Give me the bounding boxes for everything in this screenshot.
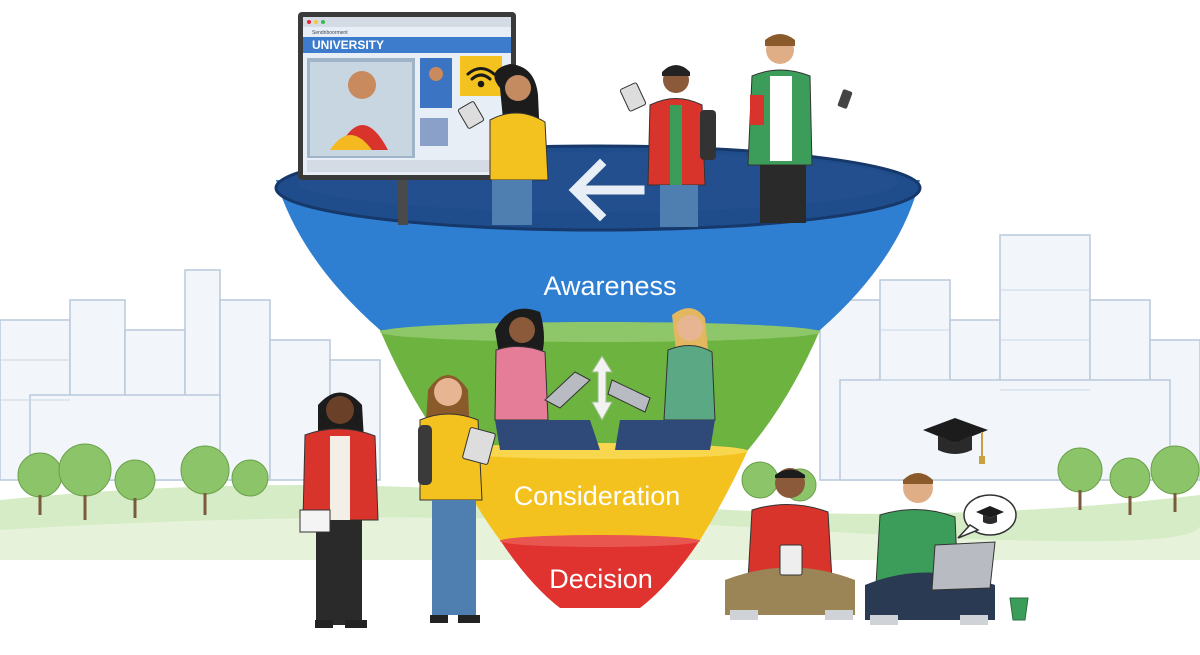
person-green-jacket-phone bbox=[747, 34, 853, 223]
person-yellow-top-tablet bbox=[418, 375, 496, 623]
person-teal-laptop bbox=[607, 308, 716, 450]
city-skyline bbox=[0, 234, 1200, 481]
decision-label: Decision bbox=[549, 564, 653, 594]
speech-bubble-icon bbox=[957, 494, 1017, 539]
funnel-stage-consideration bbox=[448, 450, 748, 540]
person-red-jacket-tablet bbox=[619, 65, 716, 227]
left-arrow-icon bbox=[568, 158, 645, 222]
billboard-title: UNIVERSITY bbox=[312, 38, 384, 52]
graduation-cap-icon bbox=[923, 418, 988, 464]
billboard-url: Sendnboorment bbox=[312, 30, 348, 36]
coffee-cup-icon bbox=[1009, 597, 1029, 621]
person-sitting-red-phone bbox=[725, 468, 855, 620]
person-sitting-green-laptop bbox=[865, 473, 996, 625]
skyline-windows bbox=[0, 289, 1090, 401]
person-yellow-shirt-tablet bbox=[457, 64, 549, 225]
person-pink-laptop bbox=[494, 308, 600, 450]
consideration-label: Consideration bbox=[514, 481, 681, 511]
person-red-jacket-phone bbox=[299, 392, 379, 628]
wifi-icon bbox=[466, 67, 496, 88]
awareness-label: Awareness bbox=[543, 271, 676, 301]
funnel-stage-decision bbox=[500, 540, 700, 608]
vertical-arrows-icon bbox=[591, 355, 613, 422]
